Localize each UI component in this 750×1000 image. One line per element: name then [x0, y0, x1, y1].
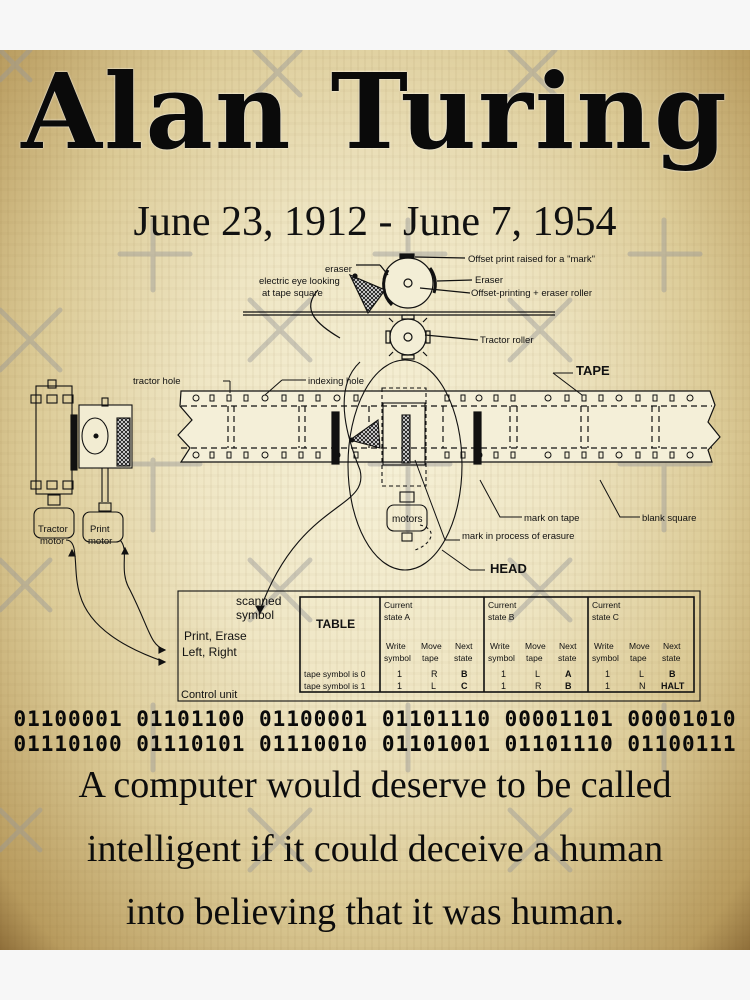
label-print-motor: Print	[90, 524, 110, 535]
quote-line-1: A computer would deserve to be called	[78, 764, 672, 806]
label-scanned: scanned	[236, 594, 281, 608]
tape	[177, 390, 721, 465]
cell: R	[431, 669, 438, 679]
row-label-0: tape symbol is 0	[304, 669, 366, 679]
mark-2	[473, 411, 482, 465]
turing-machine-diagram: Offset print raised for a "mark" eraser …	[30, 253, 721, 702]
cell: 1	[605, 669, 610, 679]
header-move: Move	[525, 641, 546, 651]
header-next: Next	[559, 641, 577, 651]
state-a-column: Current state A Write symbol Move tape N…	[384, 600, 473, 691]
tape-holes	[192, 394, 694, 459]
label-roller: Offset-printing + eraser roller	[471, 288, 592, 299]
life-dates: June 23, 1912 - June 7, 1954	[133, 199, 617, 245]
label-print-erase: Print, Erase	[184, 629, 247, 643]
state-b-column: Current state B Write symbol Move tape N…	[488, 600, 577, 691]
cell: 1	[501, 681, 506, 691]
state-a-label-2: state A	[384, 612, 410, 622]
label-blank-square: blank square	[642, 513, 696, 524]
label-electric-eye: electric eye looking	[259, 276, 340, 287]
cell: 1	[501, 669, 506, 679]
header-move: Move	[629, 641, 650, 651]
header-write: Write	[386, 641, 406, 651]
label-eraser-right: Eraser	[475, 275, 503, 286]
cell: 1	[397, 681, 402, 691]
header-state: state	[454, 653, 473, 663]
cell: A	[565, 669, 572, 679]
cell: B	[565, 681, 572, 691]
header-symbol: symbol	[384, 653, 411, 663]
label-tractor-motor-2: motor	[40, 536, 64, 547]
header-next: Next	[455, 641, 473, 651]
cell: C	[461, 681, 468, 691]
label-mark-on-tape: mark on tape	[524, 513, 579, 524]
label-offset-print: Offset print raised for a "mark"	[468, 254, 595, 265]
poster: Alan Turing June 23, 1912 - June 7, 1954	[0, 50, 750, 950]
label-head: HEAD	[490, 561, 527, 576]
binary-line-1: 01100001 01101100 01100001 01101110 0000…	[13, 707, 737, 731]
cell: N	[639, 681, 646, 691]
header-state: state	[558, 653, 577, 663]
state-c-label: Current	[592, 600, 621, 610]
quote-line-3: into believing that it was human.	[125, 891, 625, 933]
header-write: Write	[594, 641, 614, 651]
binary-line-2: 01110100 01110101 01110010 01101001 0110…	[13, 732, 737, 756]
label-motors: motors	[392, 514, 423, 525]
cell: L	[639, 669, 644, 679]
label-symbol: symbol	[236, 608, 274, 622]
table-title: TABLE	[316, 617, 355, 631]
label-electric-eye-2: at tape square	[262, 288, 323, 299]
header-symbol: symbol	[488, 653, 515, 663]
roller-labels: Offset print raised for a "mark" eraser …	[259, 254, 595, 346]
cell: 1	[397, 669, 402, 679]
state-b-label: Current	[488, 600, 517, 610]
cell: B	[461, 669, 468, 679]
label-tractor-hole: tractor hole	[133, 376, 181, 387]
state-table: TABLE tape symbol is 0 tape symbol is 1 …	[304, 600, 685, 691]
state-c-column: Current state C Write symbol Move tape N…	[592, 600, 685, 691]
header-state: state	[662, 653, 681, 663]
roller-assembly	[243, 253, 555, 360]
cell: B	[669, 669, 676, 679]
cell: HALT	[661, 681, 685, 691]
header-tape: tape	[422, 653, 439, 663]
label-print-motor-2: motor	[88, 536, 112, 547]
cell: 1	[605, 681, 610, 691]
state-b-label-2: state B	[488, 612, 515, 622]
header-next: Next	[663, 641, 681, 651]
page-title: Alan Turing	[21, 50, 729, 173]
header-move: Move	[421, 641, 442, 651]
header-tape: tape	[526, 653, 543, 663]
cell: R	[535, 681, 542, 691]
cell: L	[431, 681, 436, 691]
label-tractor-motor: Tractor	[38, 524, 68, 535]
label-indexing-hole: indexing hole	[308, 376, 364, 387]
label-eraser-top: eraser	[325, 264, 352, 275]
tractor-print-motors	[30, 379, 167, 666]
head	[255, 359, 463, 615]
cell: L	[535, 669, 540, 679]
row-label-1: tape symbol is 1	[304, 681, 366, 691]
quote-line-2: intelligent if it could deceive a human	[86, 828, 664, 870]
mark-1	[331, 411, 340, 465]
state-a-label: Current	[384, 600, 413, 610]
label-left-right: Left, Right	[182, 645, 237, 659]
label-control-unit: Control unit	[181, 689, 237, 701]
label-mark-erasure: mark in process of erasure	[462, 531, 574, 542]
header-tape: tape	[630, 653, 647, 663]
label-tape: TAPE	[576, 363, 610, 378]
label-tractor-roller: Tractor roller	[480, 335, 534, 346]
header-symbol: symbol	[592, 653, 619, 663]
header-write: Write	[490, 641, 510, 651]
control-unit	[177, 590, 701, 702]
state-c-label-2: state C	[592, 612, 619, 622]
